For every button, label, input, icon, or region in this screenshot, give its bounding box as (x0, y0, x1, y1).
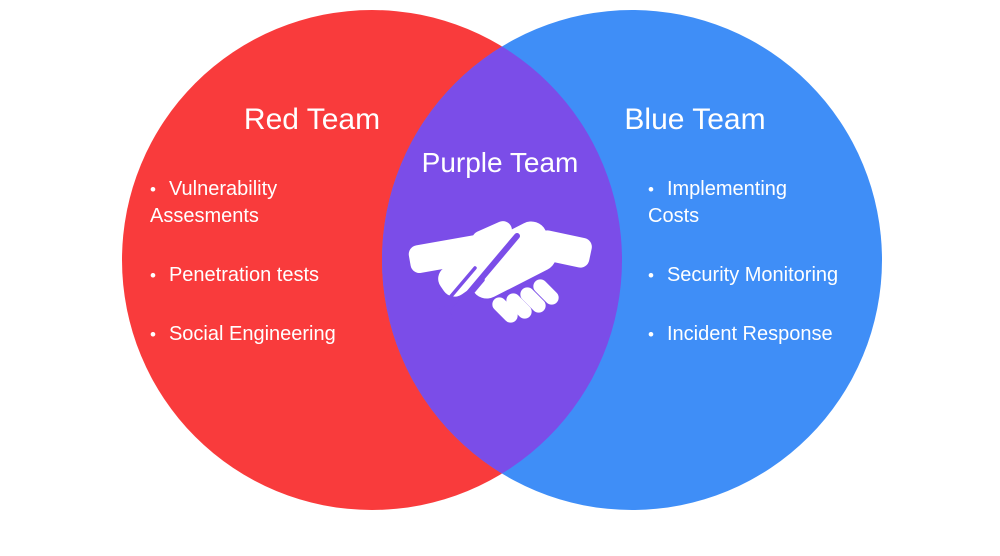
list-item-label: Implementing Costs (648, 178, 788, 227)
blue-team-list: •Implementing Costs •Security Monitoring… (648, 176, 938, 348)
bullet-icon: • (648, 180, 654, 199)
bullet-icon: • (648, 266, 654, 285)
red-team-title: Red Team (243, 103, 381, 136)
purple-overlap (382, 10, 622, 510)
list-item-label: Vulnerability Assesments (150, 178, 278, 227)
bullet-icon: • (150, 180, 156, 199)
red-team-list: •Vulnerability Assesments •Penetration t… (150, 176, 440, 348)
bullet-icon: • (150, 266, 156, 285)
list-item: • Social Engineering (150, 321, 440, 348)
list-item-label: Incident Response (666, 323, 833, 345)
list-item: •Vulnerability Assesments (150, 176, 322, 230)
handshake-icon-gaps (439, 233, 520, 320)
bullet-icon: • (150, 325, 156, 344)
list-item-label: Social Engineering (168, 323, 336, 345)
bullet-icon: • (648, 325, 654, 344)
list-item: • Incident Response (648, 321, 938, 348)
handshake-icon (408, 221, 592, 323)
list-item: • Penetration tests (150, 262, 440, 289)
purple-team-title: Purple Team (421, 147, 579, 178)
list-item-label: Penetration tests (168, 264, 320, 286)
list-item: • Security Monitoring (648, 262, 938, 289)
list-item: •Implementing Costs (648, 176, 820, 230)
blue-team-title: Blue Team (624, 103, 766, 136)
list-item-label: Security Monitoring (666, 264, 839, 286)
